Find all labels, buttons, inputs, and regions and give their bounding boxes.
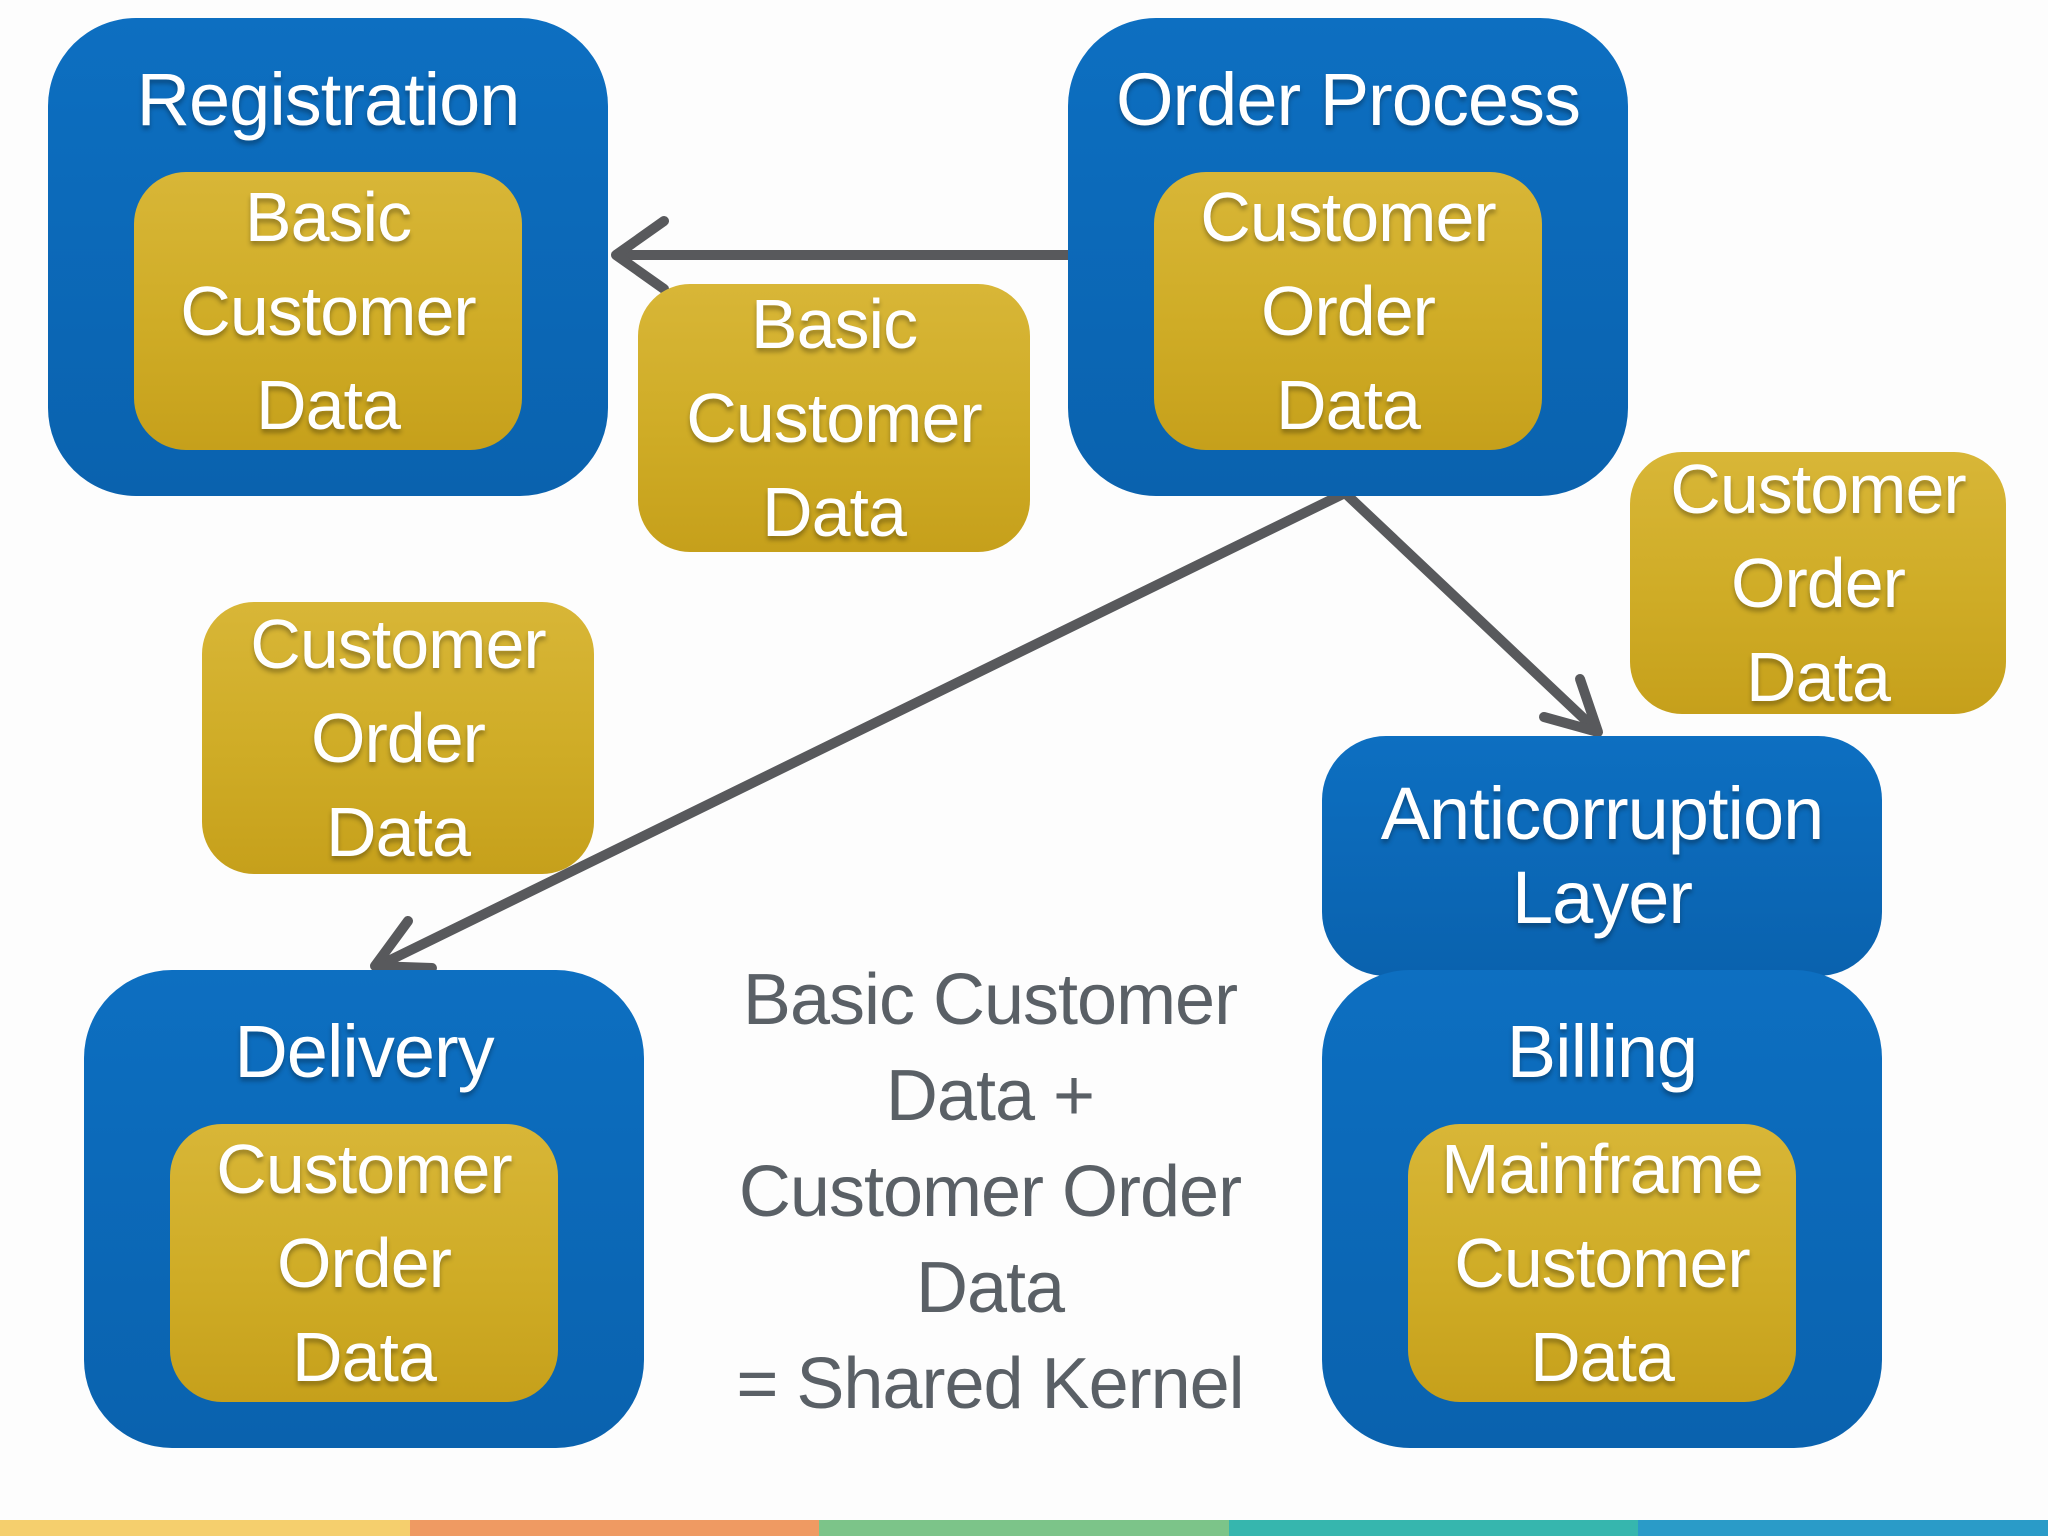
node-anticorruption-layer-title: Anticorruption Layer [1380, 772, 1825, 939]
node-delivery-title: Delivery [234, 1010, 494, 1093]
node-anticorruption-layer: Anticorruption Layer [1322, 736, 1882, 976]
footer-stripe-segment [409, 1520, 820, 1536]
node-order-process-title: Order Process [1115, 58, 1581, 141]
node-registration: Registration Basic Customer Data [48, 18, 608, 496]
node-billing: Billing Mainframe Customer Data [1322, 970, 1882, 1448]
node-billing-title: Billing [1506, 1010, 1698, 1093]
arrow-head [611, 216, 669, 294]
label-customer-order-data-right: Customer Order Data [1630, 450, 2006, 716]
footer-stripe-segment [819, 1520, 1229, 1536]
arrow-head [370, 916, 437, 973]
footer-stripe-segment [0, 1520, 410, 1536]
shared-kernel-annotation: Basic Customer Data + Customer Order Dat… [736, 960, 1244, 1424]
node-order-process: Order Process Customer Order Data [1068, 18, 1628, 496]
label-basic-customer-data: Basic Customer Data [638, 284, 1030, 552]
node-registration-artifact: Basic Customer Data [134, 172, 522, 450]
footer-stripe [0, 1520, 2048, 1536]
arrow-order-process-to-anticorruption-layer [1340, 488, 1603, 737]
label-customer-order-data-left: Customer Order Data [202, 602, 594, 874]
node-delivery-artifact: Customer Order Data [170, 1124, 558, 1402]
footer-stripe-segment [1228, 1520, 1639, 1536]
arrow-shaft [1340, 488, 1601, 735]
node-delivery: Delivery Customer Order Data [84, 970, 644, 1448]
arrow-head [1539, 674, 1603, 737]
footer-stripe-segment [1638, 1520, 2048, 1536]
node-billing-artifact: Mainframe Customer Data [1408, 1124, 1796, 1402]
node-order-process-artifact: Customer Order Data [1154, 172, 1542, 450]
node-registration-title: Registration [136, 58, 521, 141]
